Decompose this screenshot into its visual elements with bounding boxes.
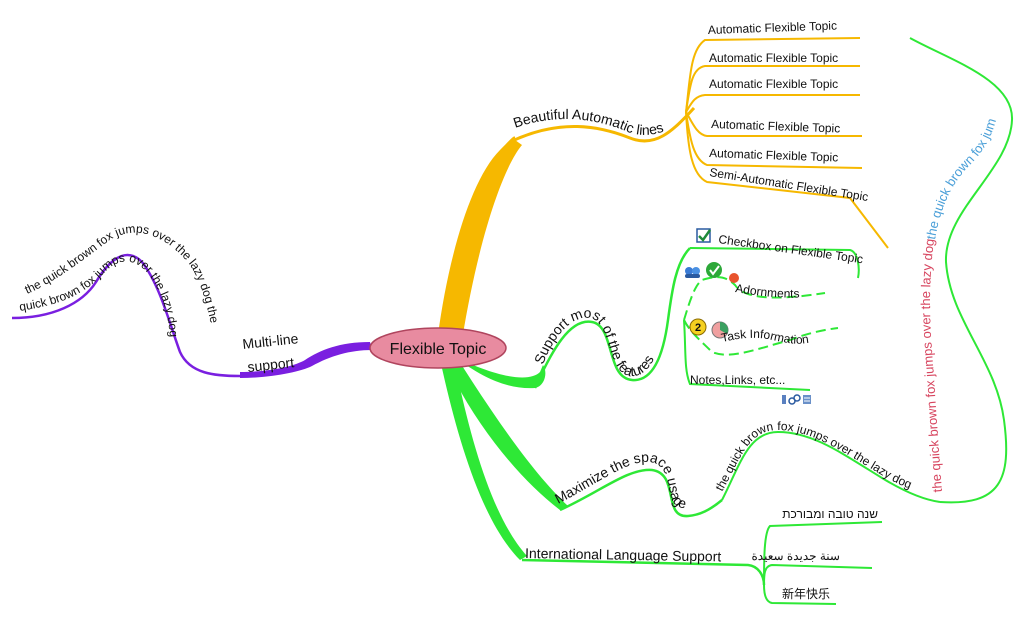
link-icon <box>788 394 801 405</box>
checkmark-icon <box>698 229 712 242</box>
branch-line-multiline <box>240 342 372 378</box>
notes-links-topic[interactable]: Notes,Links, etc... <box>690 373 811 405</box>
priority-badge-number: 2 <box>695 322 701 334</box>
connectors <box>11 37 1014 605</box>
arabic-topic[interactable]: سنة جديدة سعيدة <box>752 549 840 563</box>
space-vertical-line <box>909 37 1014 504</box>
space-vertical-red-text: the quick brown fox jumps over the lazy … <box>918 238 945 493</box>
space-wavy-line <box>721 430 941 503</box>
features-label[interactable]: Support most of the features <box>531 305 657 380</box>
multiline-label-line2: support <box>247 354 295 375</box>
international-fan <box>763 521 883 605</box>
auto-topic-2[interactable]: Automatic Flexible Topic <box>709 51 838 65</box>
people-icon <box>685 267 700 278</box>
branch-line-auto-lines <box>438 136 522 340</box>
branch-line-space <box>440 350 568 510</box>
chinese-topic[interactable]: 新年快乐 <box>782 586 830 601</box>
adornments-label: Adornments <box>734 281 799 301</box>
branch-underline-international <box>521 558 766 586</box>
check-circle-icon <box>706 262 722 278</box>
auto-lines-children: Automatic Flexible Topic Automatic Flexi… <box>708 18 870 204</box>
note-icon <box>782 395 786 404</box>
features-fan <box>683 247 860 391</box>
branch-underline-space <box>559 468 723 518</box>
auto-topic-4[interactable]: Automatic Flexible Topic <box>711 117 841 135</box>
space-wavy-text: the quick brown fox jumps over the lazy … <box>712 419 913 493</box>
space-vertical-blue-text: the quick brown fox jumps over the lazy … <box>0 0 999 240</box>
multiline-wavy-line <box>11 253 241 378</box>
priority-badge-icon: 2 <box>689 318 707 336</box>
central-topic[interactable]: Flexible Topic <box>369 327 507 369</box>
branch-line-international <box>438 350 527 560</box>
auto-topic-1[interactable]: Automatic Flexible Topic <box>708 18 838 36</box>
adornments-topic[interactable]: Adornments <box>685 262 800 301</box>
auto-topic-5[interactable]: Automatic Flexible Topic <box>709 146 839 164</box>
branch-underline-auto-lines <box>509 106 696 144</box>
progress-pie-icon <box>711 321 729 339</box>
branch-underline-features <box>533 247 691 389</box>
auto-lines-fan <box>685 37 889 249</box>
space-label[interactable]: Maximize the space usage <box>552 449 688 512</box>
central-topic-label: Flexible Topic <box>390 341 487 358</box>
auto-topic-3[interactable]: Automatic Flexible Topic <box>709 77 838 91</box>
international-label[interactable]: International Language Support <box>525 545 722 564</box>
task-info-label: Task Information <box>720 327 810 347</box>
multiline-label-line1: Multi-line <box>242 330 300 352</box>
branch-line-features <box>440 345 546 389</box>
red-dot-icon <box>729 273 739 283</box>
task-info-topic[interactable]: 2 Task Information <box>689 318 810 347</box>
multiline-wavy-text-2: quick brown fox jumps over the lazy dog <box>18 250 181 337</box>
multiline-topic[interactable]: Multi-line support <box>242 330 300 375</box>
multiline-wavy-text-1: the quick brown fox jumps over the lazy … <box>23 221 222 324</box>
hebrew-topic[interactable]: שנה טובה ומבורכת <box>782 507 878 521</box>
notes-links-label: Notes,Links, etc... <box>690 373 785 387</box>
attachment-icon <box>803 395 811 404</box>
